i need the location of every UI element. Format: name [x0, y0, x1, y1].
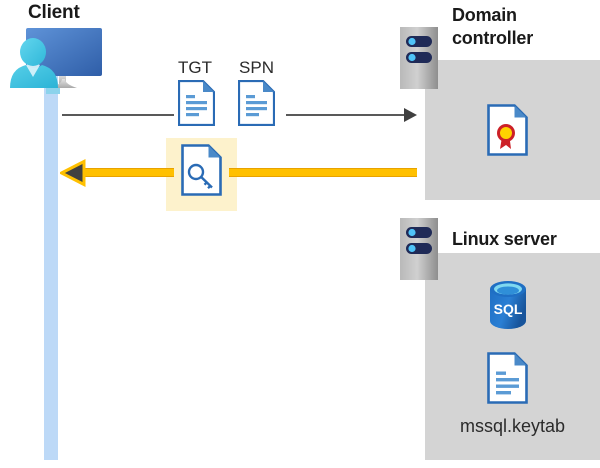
document-icon — [238, 80, 275, 126]
linux-server-label: Linux server — [452, 229, 557, 249]
key-document-icon — [181, 144, 222, 196]
user-monitor-icon — [6, 26, 110, 100]
keytab-filename-label: mssql.keytab — [459, 416, 566, 436]
client-lifeline — [44, 62, 58, 460]
keytab-document-icon — [487, 352, 528, 404]
response-arrow-segment-right — [229, 168, 417, 177]
document-icon — [178, 80, 215, 126]
request-arrow-head-icon — [404, 108, 417, 122]
response-arrow-head-icon — [60, 159, 86, 187]
svg-text:SQL: SQL — [494, 301, 523, 317]
request-arrow-segment-right — [286, 114, 406, 116]
server-rack-icon — [400, 27, 438, 89]
request-arrow-segment-left — [62, 114, 174, 116]
sql-database-icon: SQL — [487, 280, 529, 330]
domain-controller-label: Domain controller — [452, 5, 534, 48]
response-arrow-segment-left — [78, 168, 174, 177]
server-rack-icon — [400, 218, 438, 280]
spn-label: SPN — [239, 58, 274, 77]
certificate-document-icon — [487, 104, 528, 156]
client-label: Client — [28, 2, 80, 23]
tgt-label: TGT — [178, 58, 212, 77]
